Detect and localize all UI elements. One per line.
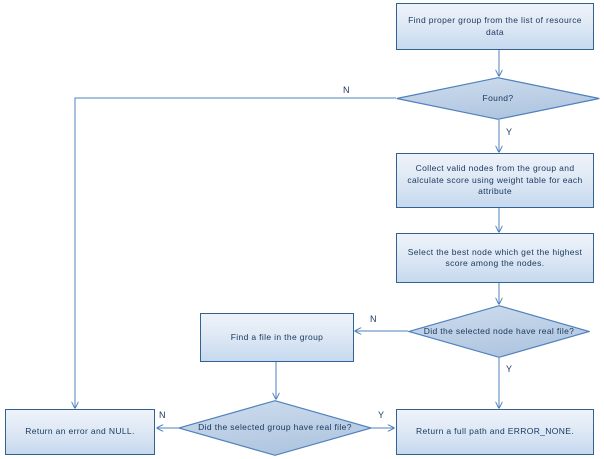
node-find-file[interactable]: Find a file in the group	[200, 313, 354, 362]
node-collect-nodes-label: Collect valid nodes from the group and c…	[407, 163, 583, 197]
node-collect-nodes[interactable]: Collect valid nodes from the group and c…	[396, 153, 594, 208]
node-find-group[interactable]: Find proper group from the list of resou…	[396, 3, 594, 50]
node-group-real-file-label: Did the selected group have real file?	[198, 422, 352, 433]
edge-label-node-real-file-no: N	[370, 314, 377, 324]
node-select-best[interactable]: Select the best node which get the highe…	[396, 233, 594, 283]
edge-label-node-real-file-yes: Y	[506, 364, 513, 374]
node-select-best-label: Select the best node which get the highe…	[407, 246, 583, 269]
node-return-error-label: Return an error and NULL.	[25, 426, 135, 437]
edge-label-found-yes: Y	[506, 127, 513, 137]
node-node-real-file-label: Did the selected node have real file?	[423, 325, 575, 336]
diamond-shape	[396, 77, 600, 120]
node-group-real-file[interactable]: Did the selected group have real file?	[178, 400, 372, 456]
node-find-group-label: Find proper group from the list of resou…	[408, 15, 582, 37]
edge-label-found-no: N	[343, 85, 350, 95]
edge-found-no-to-return-error	[75, 97, 396, 408]
node-return-path[interactable]: Return a full path and ERROR_NONE.	[396, 409, 594, 455]
node-found[interactable]: Found?	[396, 77, 600, 120]
node-return-error[interactable]: Return an error and NULL.	[5, 409, 155, 455]
edge-label-group-real-file-yes: Y	[378, 410, 385, 420]
diamond-shape	[178, 400, 372, 456]
node-find-file-label: Find a file in the group	[230, 331, 324, 342]
node-return-path-label: Return a full path and ERROR_NONE.	[416, 426, 574, 437]
diamond-shape	[408, 305, 590, 358]
edge-label-group-real-file-no: N	[159, 410, 166, 420]
node-found-label: Found?	[482, 92, 514, 103]
node-node-real-file[interactable]: Did the selected node have real file?	[408, 305, 590, 358]
